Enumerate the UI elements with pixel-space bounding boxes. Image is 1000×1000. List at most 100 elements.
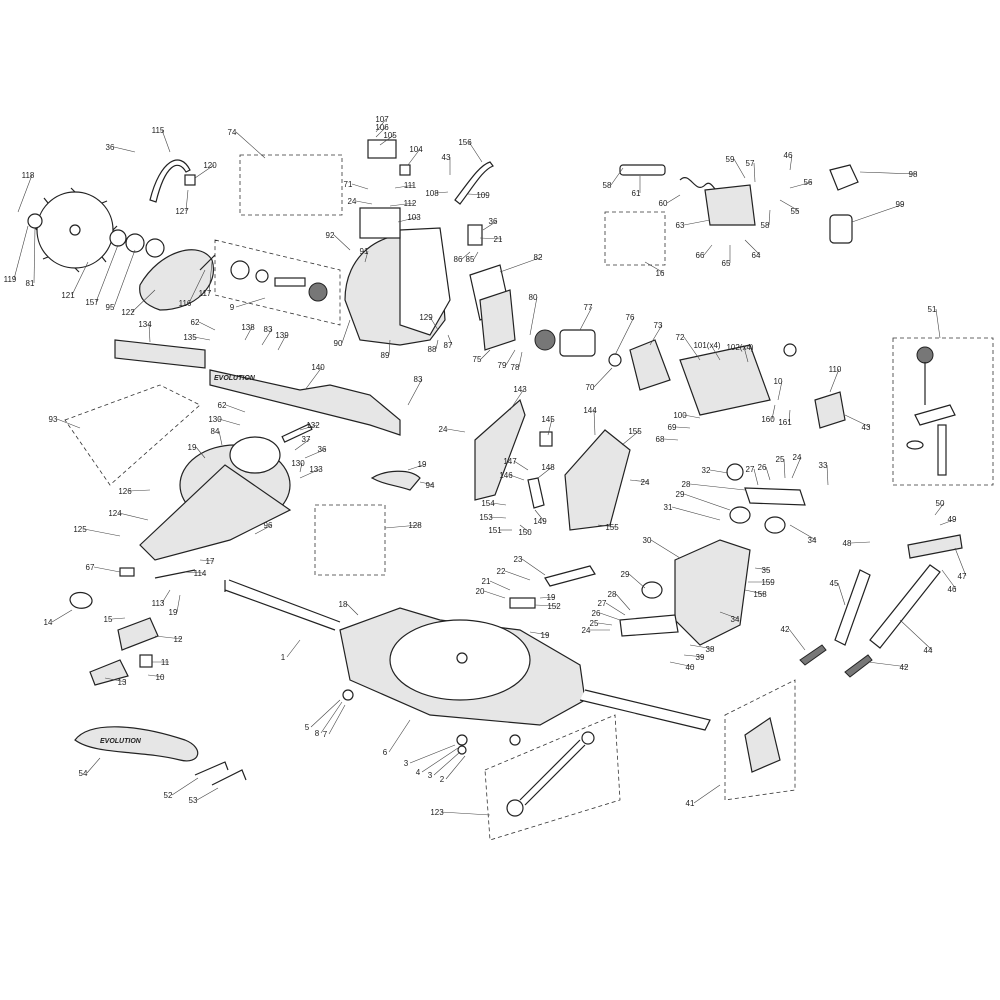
part-label-p150: 150 [518,528,532,537]
part-label-p99: 99 [896,200,905,209]
part-label-p58b: 58 [761,221,770,230]
leader-line-p72 [683,336,701,361]
leader-line-p51 [935,308,941,339]
part-label-p114: 114 [194,569,207,578]
leader-line-p44 [899,619,933,651]
leader-line-p15 [111,617,126,620]
part-label-p34b: 34 [731,615,740,624]
leader-line-p130a [218,418,241,426]
leader-line-p57 [753,162,756,183]
part-label-p120: 120 [203,161,217,170]
rotating-hub [229,436,281,474]
part-label-p91: 91 [360,247,369,256]
leader-line-p83a [261,328,273,346]
part-label-p155a: 155 [628,427,642,436]
leader-line-p126 [128,489,151,492]
spindle-assembly [230,260,328,302]
leader-line-p143 [509,388,525,411]
part-label-p124: 124 [108,509,122,518]
lever-63 [704,184,756,226]
leader-line-p66 [703,244,713,256]
leader-line-p47 [954,547,967,577]
part-label-p42b: 42 [900,663,909,672]
key-98 [829,164,859,191]
leader-line-p32 [709,469,729,474]
part-label-p39: 39 [696,653,705,662]
part-label-p19b: 19 [418,460,427,469]
part-label-p143: 143 [513,385,527,394]
part-label-p59: 59 [726,155,735,164]
leader-line-p2 [445,755,466,780]
arm-51 [914,404,956,426]
blade-flange [27,213,43,229]
part-label-p19c: 19 [169,608,178,617]
leader-line-p116 [188,269,206,304]
part-label-p29a: 29 [676,490,685,499]
part-label-p130a: 130 [208,415,222,424]
leader-line-p83b [407,378,423,406]
leader-line-p10 [777,380,783,401]
extension-rod-1 [224,579,341,631]
leader-line-p102 [743,346,749,363]
leader-line-p62a [198,321,216,331]
leader-line-p154 [491,502,507,506]
guard-link-115 [149,159,191,203]
part-label-p67: 67 [86,563,95,572]
leader-line-p135 [193,336,211,341]
leader-line-p134 [148,323,151,343]
leader-line-p41 [693,784,721,804]
leader-line-p25a [783,458,786,479]
hex-key-52 [194,761,229,776]
leader-line-p58a [610,167,624,186]
part-label-p62a: 62 [191,318,200,327]
part-label-p72: 72 [676,333,685,342]
leader-line-p63 [683,219,711,226]
part-label-p17: 17 [206,557,215,566]
motor-plate-75 [479,289,516,351]
part-label-p79: 79 [498,361,507,370]
part-label-p40: 40 [686,663,695,672]
leader-line-p4 [421,747,459,773]
leader-line-p24a [355,200,373,205]
part-label-p25b: 25 [590,619,599,628]
leader-line-p150 [519,524,530,533]
part-label-p121: 121 [61,291,75,300]
part-label-p43a: 43 [442,153,451,162]
leader-line-p78 [518,351,523,368]
part-label-p81: 81 [26,279,35,288]
part-label-p6: 6 [383,748,388,757]
washer-51 [906,440,924,450]
lower-blade-guard [139,249,215,311]
leader-line-p110 [829,368,840,393]
part-label-p155b: 155 [605,523,619,532]
part-label-p45: 45 [830,579,839,588]
part-label-p36c: 36 [318,445,327,454]
leader-line-p45 [837,582,846,606]
assembly-box-123 [484,714,621,841]
leader-line-p70 [593,367,613,388]
part-label-p32: 32 [702,466,711,475]
assembly-box-16 [604,211,666,266]
leader-line-p21b [489,580,511,591]
leader-line-p105 [379,134,395,146]
part-label-p69: 69 [668,423,677,432]
part-label-p89: 89 [381,351,390,360]
part-label-p61: 61 [632,189,641,198]
part-label-p68: 68 [656,435,665,444]
leader-line-p147 [513,460,529,471]
part-label-p9: 9 [230,303,235,312]
leader-line-p42b [867,661,909,668]
arm-casting [399,227,451,336]
part-label-p3a: 3 [404,759,409,768]
leader-line-p90 [341,319,351,344]
part-label-p27b: 27 [598,599,607,608]
leader-line-p158 [744,589,765,595]
assembly-box-41 [724,679,796,801]
part-label-p62b: 62 [218,401,227,410]
part-label-p129: 129 [419,313,433,322]
assembly-box-128 [314,504,386,576]
leader-line-p108 [435,191,449,194]
leader-line-p24b [446,428,466,433]
bushing-29 [729,506,751,524]
part-label-p84: 84 [211,427,220,436]
